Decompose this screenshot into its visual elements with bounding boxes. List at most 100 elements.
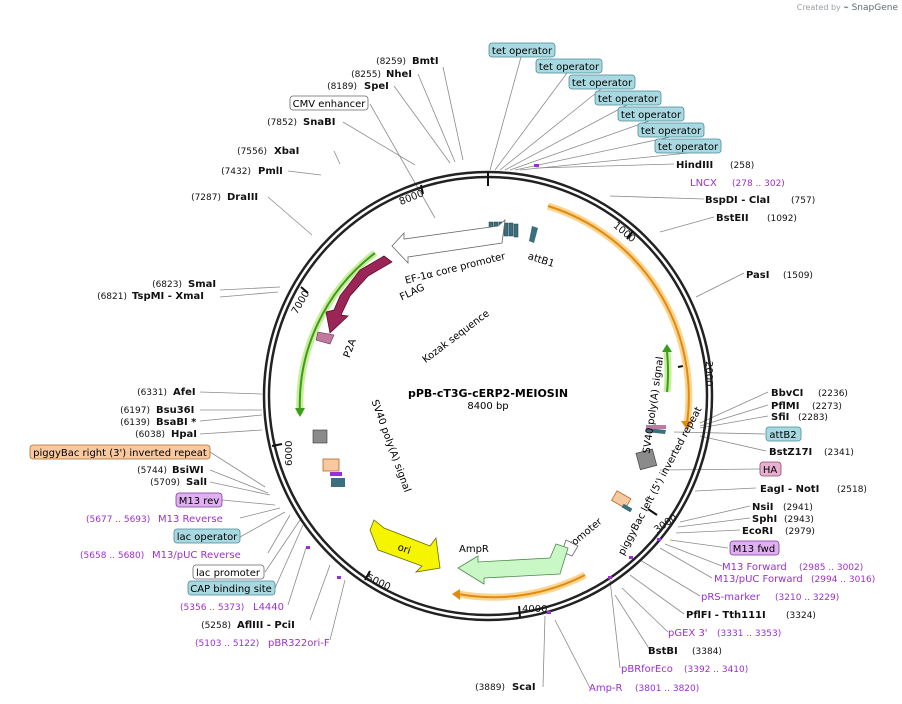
enz-bmti-pos: (8259) (376, 57, 406, 67)
tick-2000: 2000 (703, 361, 714, 386)
enz-bsabi-pos: (6139) (120, 418, 150, 428)
enz-bstbi: BstBI (648, 646, 678, 657)
m13-rev-box: M13 rev (179, 496, 220, 507)
feature-arc-orange-2 (457, 574, 586, 599)
feature-arc-green-1 (298, 252, 376, 415)
flag-label: FLAG (398, 282, 426, 303)
primer-l4440-pos: (5356 .. 5373) (180, 603, 244, 613)
enzymes-left-group: (8259) (8255) (8189) (7852) (7556) (7432… (97, 56, 536, 693)
enz-bstz17i-pos: (2341) (824, 448, 854, 458)
enz-afei: AfeI (173, 387, 196, 398)
credit-brand: SnapGene (851, 3, 898, 13)
enz-bbvci-pos: (2236) (818, 389, 848, 399)
sv40-left-label: SV40 poly(A) signal (369, 398, 413, 494)
ha-box: HA (763, 465, 778, 476)
feature-arc-orange-1-head (681, 421, 693, 430)
ampr-arrow (457, 543, 569, 585)
enz-pflfi-pos: (3324) (786, 611, 816, 621)
ha-marker (646, 425, 666, 429)
enz-sfii: SfiI (771, 412, 789, 423)
enz-tspmi: TspMI - XmaI (132, 291, 204, 302)
primer-pgex3-pos: (3331 .. 3353) (717, 629, 781, 639)
tet-on-label: Tet-On® 3G (348, 267, 393, 323)
ef1a-label: EF-1α core promoter (404, 251, 508, 287)
enz-pflmi-pos: (2273) (812, 402, 842, 412)
enz-bstbi-pos: (3384) (692, 647, 722, 657)
enz-nsii-pos: (2941) (783, 503, 813, 513)
enz-pflmi: PflMI (771, 401, 799, 412)
piggybac-right-box-label: piggyBac right (3') inverted repeat (33, 448, 207, 459)
primer-m13-forward-pos: (2985 .. 3002) (799, 563, 863, 573)
enz-hindiii: HindIII (676, 160, 713, 171)
primer-lncx-pos: (278 .. 302) (732, 179, 785, 189)
m13-rev-mark (330, 472, 342, 476)
plasmid-name: pPB-cT3G-cERP2-MEIOSIN (408, 387, 568, 400)
piggybac-left-mark (621, 503, 633, 513)
credit-prefix: Created by (796, 3, 841, 12)
lac-promoter-box: lac promoter (196, 568, 261, 579)
enz-bmti: BmtI (412, 56, 439, 67)
feature-arc-orange-1 (547, 205, 690, 425)
enz-draiii-pos: (7287) (191, 193, 221, 203)
enz-bspdi-pos: (757) (791, 196, 815, 206)
tet-operator-3: tet operator (572, 78, 633, 89)
feature-arc-green-2 (666, 351, 670, 393)
enz-smai: SmaI (188, 279, 216, 290)
enz-spei: SpeI (364, 81, 389, 92)
tick-8000: 8000 (398, 188, 426, 208)
enz-pasi: PasI (746, 270, 769, 281)
snapgene-logo: ⌁ SnapGene (843, 3, 898, 13)
enz-tspmi-pos: (6821) (97, 292, 127, 302)
primer-m13-puc-forward-pos: (2994 .. 3016) (811, 575, 875, 585)
attb1-marker (529, 226, 538, 243)
enz-xbai: XbaI (274, 146, 299, 157)
primer-l4440: L4440 (253, 602, 284, 613)
enz-pasi-pos: (1509) (783, 271, 813, 281)
leader-lines (199, 56, 769, 689)
primer-pbrforeco: pBRforEco (621, 664, 673, 675)
enz-pflfi: PflFI - Tth111I (686, 610, 766, 621)
enz-draiii: DraIII (227, 192, 258, 203)
enz-xbai-pos: (7556) (237, 147, 267, 157)
enz-bspdi: BspDI - ClaI (705, 195, 770, 206)
lac-operator-mark (331, 478, 345, 487)
enz-scai: ScaI (512, 682, 536, 693)
piggybac-right-box (322, 458, 340, 472)
primer-m13-reverse-pos: (5677 .. 5693) (86, 515, 150, 525)
enz-afliii: AflIII - PciI (237, 620, 295, 631)
primer-markers (306, 164, 661, 614)
sv40-right-label: SV40 poly(A) signal (642, 356, 666, 454)
tick-6000: 6000 (284, 441, 295, 466)
primer-m13-puc-reverse-pos: (5658 .. 5680) (80, 551, 144, 561)
attb1-label: attB1 (526, 251, 555, 270)
tet-on-arrow (325, 255, 393, 334)
enz-bbvci: BbvCI (771, 388, 803, 399)
lac-operator-box: lac operator (177, 532, 238, 543)
tet-operator-4: tet operator (598, 94, 659, 105)
enz-afei-pos: (6331) (137, 388, 167, 398)
enz-spei-pos: (8189) (327, 82, 357, 92)
enz-bsu36i: Bsu36I (156, 405, 194, 416)
primer-m13-puc-reverse: M13/pUC Reverse (152, 550, 241, 561)
piggybac-left-box (611, 490, 632, 509)
plasmid-length: 8400 bp (467, 401, 508, 412)
primer-prs-marker: pRS-marker (701, 592, 761, 603)
tick-4000: 4000 (522, 604, 547, 615)
enz-scai-pos: (3889) (475, 683, 505, 693)
ori-label: ori (396, 542, 412, 557)
snapgene-credit: Created by ⌁ SnapGene (797, 3, 898, 13)
primer-pbr322ori-f-pos: (5103 .. 5122) (195, 639, 259, 649)
tet-operator-1: tet operator (492, 46, 553, 57)
primer-m13-forward: M13 Forward (722, 562, 787, 573)
enz-hpai: HpaI (171, 429, 197, 440)
enz-bsteii-pos: (1092) (767, 214, 797, 224)
feature-arc-green-2-head (662, 344, 672, 352)
m13-fwd-box: M13 fwd (733, 544, 775, 555)
enz-smai-pos: (6823) (152, 280, 182, 290)
tet-operator-2: tet operator (539, 62, 600, 73)
p2a-marker (315, 331, 335, 345)
tet-operator-6: tet operator (641, 126, 702, 137)
attb2-box: attB2 (769, 430, 796, 441)
primer-pgex3: pGEX 3' (668, 628, 708, 639)
